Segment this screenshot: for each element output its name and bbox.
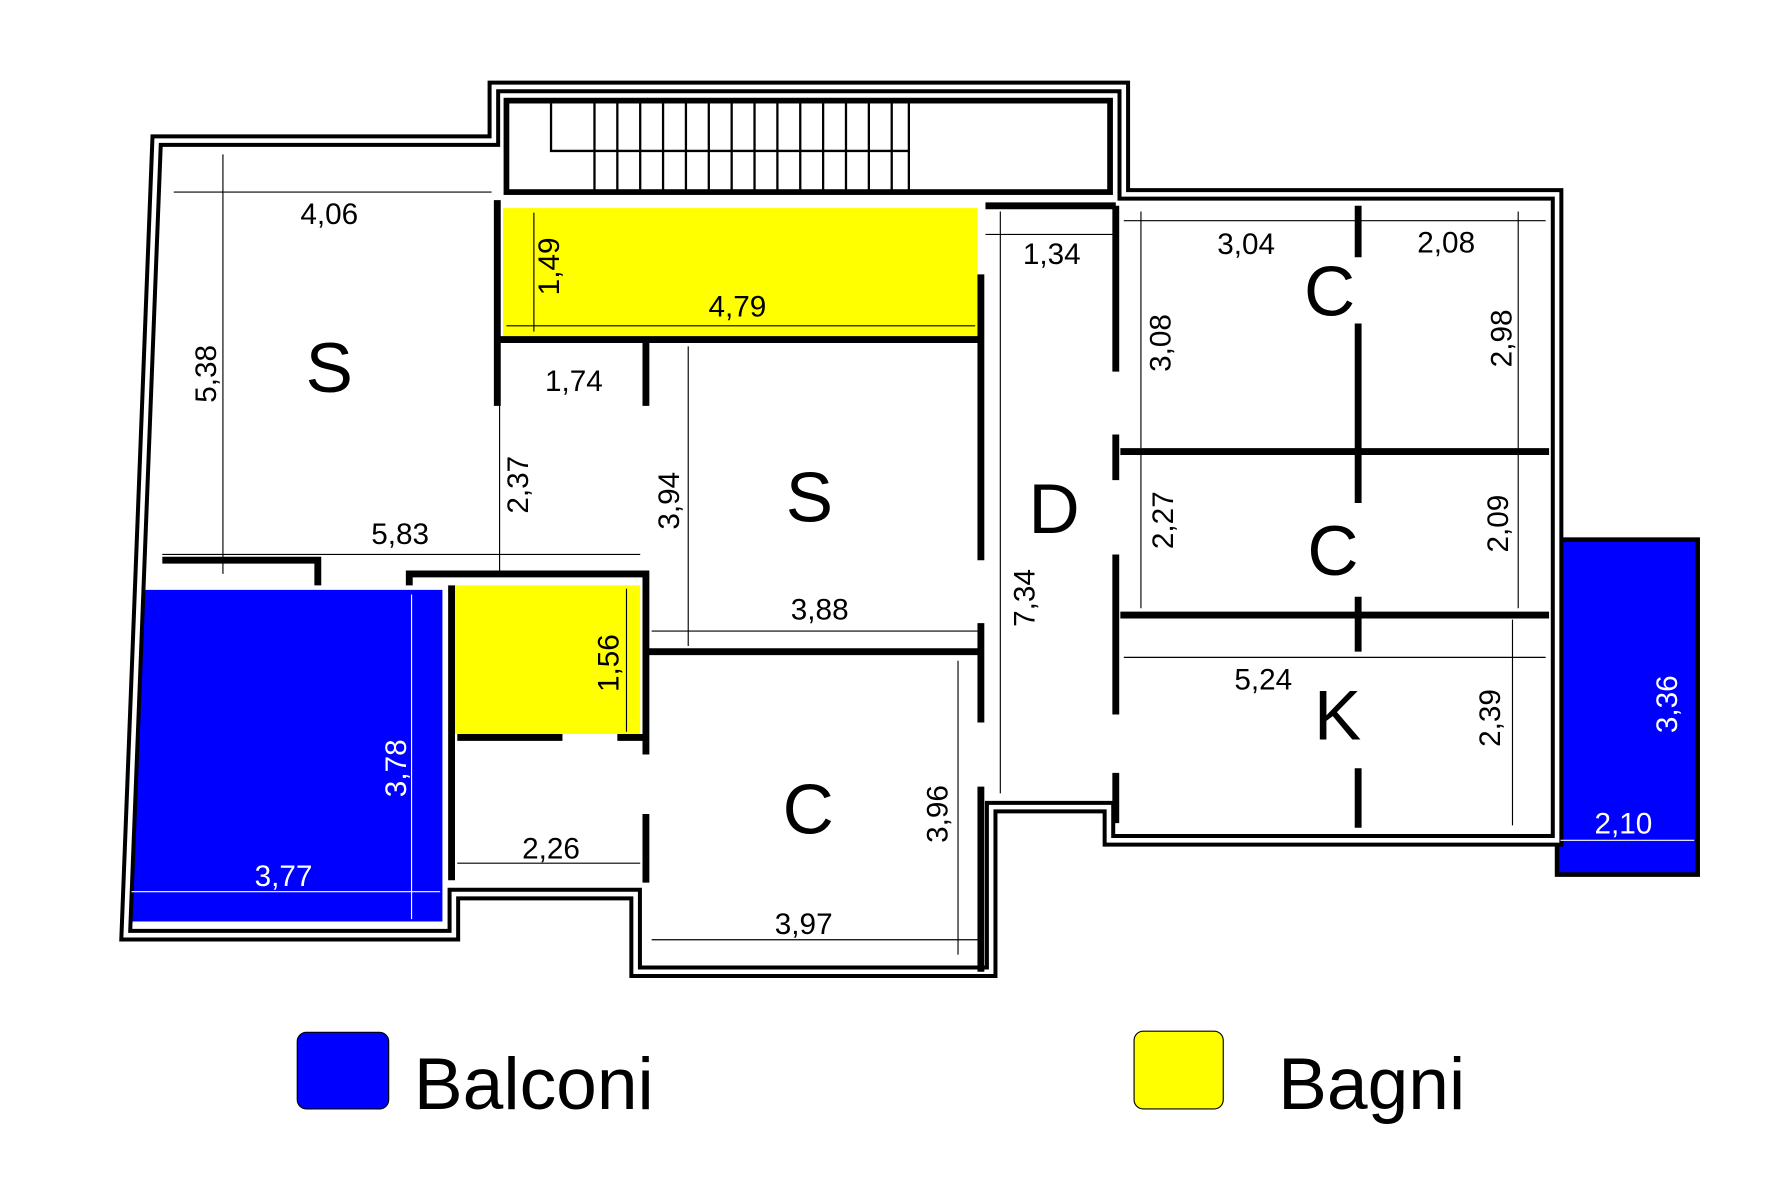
room-label: S: [306, 329, 353, 408]
dimension: 7,34: [1009, 569, 1042, 627]
dimension: 2,37: [502, 456, 535, 514]
dimension: 3,97: [775, 908, 833, 941]
legend: Balconi Bagni: [296, 1030, 1465, 1125]
dimension: 3,96: [922, 785, 955, 843]
legend-label-bagni: Bagni: [1278, 1043, 1465, 1125]
dimension: 3,77: [255, 860, 313, 893]
dimension: 5,83: [371, 518, 429, 551]
legend-swatch-balconi: [296, 1031, 390, 1110]
room-label: D: [1028, 470, 1079, 549]
dimension: 4,06: [300, 198, 358, 231]
dimension: 1,56: [592, 634, 625, 692]
dimension: 3,36: [1651, 675, 1684, 733]
room-label: C: [783, 770, 834, 849]
dimension: 2,08: [1417, 227, 1475, 260]
interior-walls: [162, 200, 1550, 972]
legend-label-balconi: Balconi: [414, 1043, 654, 1125]
legend-swatch-bagni: [1133, 1030, 1224, 1110]
dimension: 5,38: [190, 345, 223, 403]
dimension: 4,79: [708, 291, 766, 324]
dimension: 2,98: [1485, 309, 1518, 367]
dimension: 2,26: [522, 833, 580, 866]
dimension: 1,74: [545, 365, 603, 398]
dimension: 3,94: [653, 472, 686, 530]
dimension: 3,88: [791, 594, 849, 627]
dimension: 3,08: [1145, 314, 1178, 372]
room-label: K: [1314, 677, 1361, 756]
dimension-labels: 4,06 5,38 1,49 4,79 1,34 3,04 2,08 3,08 …: [190, 198, 1684, 941]
room-label: C: [1304, 253, 1355, 332]
staircase: [503, 97, 1113, 195]
dimension: 5,24: [1234, 663, 1292, 696]
balcony-right: [1554, 537, 1700, 877]
bathroom-2: [453, 585, 641, 734]
balcony-left: [128, 589, 443, 922]
outer-walls: [119, 80, 1564, 979]
dimension: 2,27: [1147, 491, 1180, 549]
bathroom-1: [503, 208, 978, 338]
dimension: 2,09: [1482, 495, 1515, 553]
dimension-lines: [131, 154, 1695, 955]
dimension: 2,39: [1474, 689, 1507, 747]
dimension: 3,04: [1217, 228, 1275, 261]
room-label: C: [1307, 512, 1358, 591]
dimension: 1,34: [1023, 238, 1081, 271]
dimension: 2,10: [1594, 807, 1652, 840]
dimension: 1,49: [533, 237, 566, 295]
dimension: 3,78: [380, 739, 413, 797]
room-label: S: [786, 458, 833, 537]
